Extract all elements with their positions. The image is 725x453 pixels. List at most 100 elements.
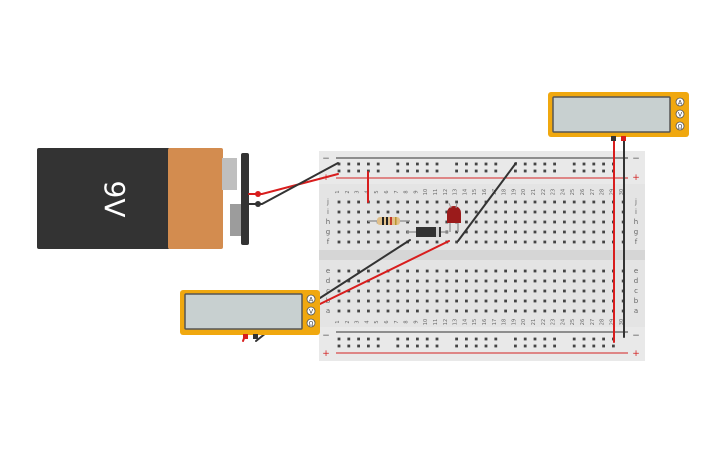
breadboard-hole[interactable] [347, 210, 351, 214]
breadboard-hole[interactable] [445, 299, 449, 303]
breadboard-hole[interactable] [602, 344, 605, 348]
breadboard-hole[interactable] [357, 309, 360, 313]
breadboard-hole[interactable] [367, 240, 370, 244]
breadboard-hole[interactable] [592, 279, 596, 283]
breadboard-hole[interactable] [543, 299, 547, 303]
breadboard-hole[interactable] [406, 210, 409, 214]
breadboard-hole[interactable] [484, 289, 488, 293]
breadboard-hole[interactable] [592, 269, 596, 273]
breadboard-hole[interactable] [357, 220, 360, 224]
breadboard-hole[interactable] [523, 309, 527, 313]
diode[interactable] [407, 227, 448, 237]
breadboard-hole[interactable] [386, 230, 390, 234]
breadboard-hole[interactable] [376, 230, 380, 234]
breadboard-hole[interactable] [425, 210, 429, 214]
breadboard-hole[interactable] [523, 269, 527, 273]
breadboard-hole[interactable] [435, 240, 439, 244]
breadboard-hole[interactable] [553, 220, 556, 224]
breadboard-hole[interactable] [572, 162, 576, 166]
breadboard-hole[interactable] [514, 230, 517, 234]
breadboard-hole[interactable] [572, 230, 576, 234]
breadboard-hole[interactable] [347, 220, 351, 224]
breadboard-hole[interactable] [474, 289, 478, 293]
breadboard-hole[interactable] [455, 299, 458, 303]
breadboard-hole[interactable] [504, 230, 507, 234]
breadboard-hole[interactable] [465, 200, 468, 204]
breadboard-hole[interactable] [592, 200, 596, 204]
breadboard-hole[interactable] [474, 309, 478, 313]
breadboard-hole[interactable] [504, 210, 507, 214]
breadboard-hole[interactable] [602, 162, 605, 166]
breadboard-hole[interactable] [523, 299, 527, 303]
breadboard-hole[interactable] [435, 279, 439, 283]
breadboard-hole[interactable] [484, 240, 488, 244]
breadboard-hole[interactable] [592, 337, 596, 341]
breadboard-hole[interactable] [396, 299, 400, 303]
breadboard-hole[interactable] [425, 169, 429, 173]
multimeter-bottom-left[interactable]: A V Ω [180, 290, 320, 339]
breadboard-hole[interactable] [376, 279, 380, 283]
breadboard-hole[interactable] [572, 279, 576, 283]
breadboard-hole[interactable] [396, 309, 400, 313]
breadboard-hole[interactable] [484, 220, 488, 224]
breadboard-hole[interactable] [337, 344, 341, 348]
breadboard-hole[interactable] [514, 220, 517, 224]
breadboard-hole[interactable] [357, 200, 360, 204]
breadboard-hole[interactable] [465, 240, 468, 244]
breadboard-hole[interactable] [337, 210, 341, 214]
breadboard-hole[interactable] [582, 289, 586, 293]
breadboard[interactable]: − − + + − − + + j i h g f j i h g f e d … [319, 151, 645, 361]
breadboard-hole[interactable] [553, 162, 556, 166]
breadboard-hole[interactable] [367, 162, 370, 166]
breadboard-hole[interactable] [357, 240, 360, 244]
breadboard-hole[interactable] [416, 289, 419, 293]
breadboard-hole[interactable] [582, 220, 586, 224]
multimeter-knob-ohm[interactable] [675, 121, 685, 131]
breadboard-hole[interactable] [416, 299, 419, 303]
breadboard-hole[interactable] [416, 344, 419, 348]
breadboard-hole[interactable] [494, 309, 498, 313]
breadboard-hole[interactable] [533, 269, 537, 273]
breadboard-hole[interactable] [592, 169, 596, 173]
breadboard-hole[interactable] [465, 220, 468, 224]
breadboard-hole[interactable] [347, 309, 351, 313]
breadboard-hole[interactable] [582, 230, 586, 234]
breadboard-hole[interactable] [582, 200, 586, 204]
breadboard-hole[interactable] [367, 337, 370, 341]
breadboard-hole[interactable] [455, 309, 458, 313]
breadboard-hole[interactable] [572, 210, 576, 214]
breadboard-hole[interactable] [416, 210, 419, 214]
breadboard-hole[interactable] [367, 169, 370, 173]
multimeter-jack[interactable] [243, 334, 248, 339]
breadboard-hole[interactable] [592, 230, 596, 234]
breadboard-hole[interactable] [602, 220, 605, 224]
breadboard-hole[interactable] [455, 269, 458, 273]
breadboard-hole[interactable] [514, 344, 517, 348]
breadboard-hole[interactable] [425, 220, 429, 224]
breadboard-hole[interactable] [376, 169, 380, 173]
breadboard-hole[interactable] [396, 162, 400, 166]
breadboard-hole[interactable] [376, 210, 380, 214]
breadboard-hole[interactable] [494, 169, 498, 173]
led-red[interactable] [447, 202, 461, 232]
breadboard-hole[interactable] [357, 337, 360, 341]
wire-black-diagonal[interactable] [457, 162, 517, 242]
breadboard-hole[interactable] [612, 344, 615, 348]
breadboard-hole[interactable] [484, 269, 488, 273]
multimeter-knob-v[interactable] [306, 306, 316, 316]
breadboard-hole[interactable] [337, 279, 341, 283]
breadboard-hole[interactable] [572, 337, 576, 341]
breadboard-hole[interactable] [494, 344, 498, 348]
breadboard-hole[interactable] [474, 220, 478, 224]
breadboard-hole[interactable] [337, 220, 341, 224]
breadboard-hole[interactable] [435, 337, 439, 341]
breadboard-hole[interactable] [563, 289, 566, 293]
breadboard-hole[interactable] [416, 240, 419, 244]
breadboard-hole[interactable] [406, 220, 409, 224]
breadboard-hole[interactable] [602, 169, 605, 173]
breadboard-hole[interactable] [523, 289, 527, 293]
breadboard-hole[interactable] [582, 344, 586, 348]
breadboard-hole[interactable] [602, 240, 605, 244]
breadboard-hole[interactable] [406, 289, 409, 293]
breadboard-hole[interactable] [337, 240, 341, 244]
